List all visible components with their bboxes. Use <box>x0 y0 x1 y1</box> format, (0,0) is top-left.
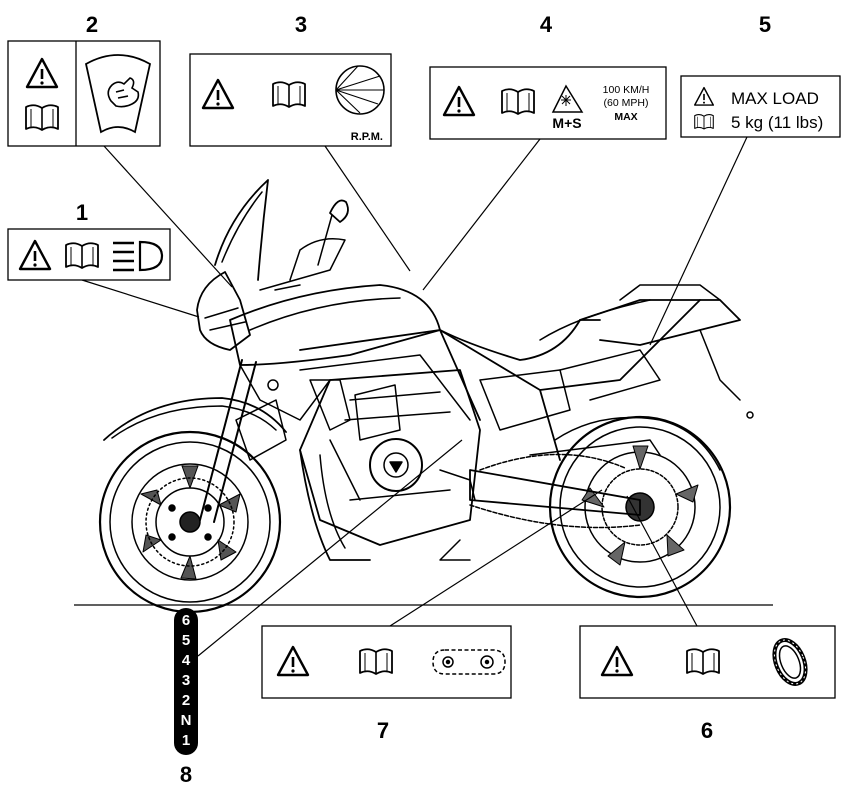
callout-number-8: 8 <box>179 762 193 787</box>
callout-number-5: 5 <box>758 12 772 37</box>
gear-digit-1: 1 <box>181 732 191 749</box>
callout-number-2: 2 <box>85 12 99 37</box>
label-4-tyre-speed: M+S 100 KM/H (60 MPH) MAX <box>429 66 667 140</box>
label-6-tyre <box>579 625 836 699</box>
callout-number-7: 7 <box>376 718 390 743</box>
label-1-headlight <box>7 228 171 281</box>
label-8-gear-indicator <box>174 608 198 755</box>
gear-digit-6: 6 <box>181 612 191 629</box>
callout-number-6: 6 <box>700 718 714 743</box>
leader-lines <box>81 136 748 657</box>
rpm-dial-icon <box>335 65 385 115</box>
speed-kmh-text: 100 KM/H <box>603 84 650 96</box>
rpm-text: R.P.M. <box>351 131 383 143</box>
snowflake-mountain-icon <box>551 84 584 113</box>
motorcycle-illustration <box>98 179 754 614</box>
max-load-title: MAX LOAD <box>731 89 819 108</box>
label-7-chain <box>261 625 512 699</box>
callout-number-1: 1 <box>75 200 89 225</box>
gear-digit-3: 3 <box>181 672 191 689</box>
gear-digit-5: 5 <box>181 632 191 649</box>
speed-mph-text: (60 MPH) <box>604 97 649 109</box>
headlight-icon <box>113 240 164 272</box>
tyre-icon <box>772 638 808 686</box>
speed-max-text: MAX <box>614 111 637 123</box>
callout-number-4: 4 <box>539 12 553 37</box>
max-load-value: 5 kg (11 lbs) <box>731 113 823 132</box>
chain-icon <box>432 649 506 675</box>
gear-digit-4: 4 <box>181 652 191 669</box>
label-3-rpm: R.P.M. <box>189 53 392 147</box>
callout-number-3: 3 <box>294 12 308 37</box>
windscreen-adjust-icon <box>84 54 152 134</box>
gear-digit-2: 2 <box>181 692 191 709</box>
gear-digit-n: N <box>180 712 192 729</box>
label-5-max-load: MAX LOAD 5 kg (11 lbs) <box>680 75 841 138</box>
tyre-code-text: M+S <box>552 115 581 131</box>
label-2-windscreen <box>7 40 161 147</box>
